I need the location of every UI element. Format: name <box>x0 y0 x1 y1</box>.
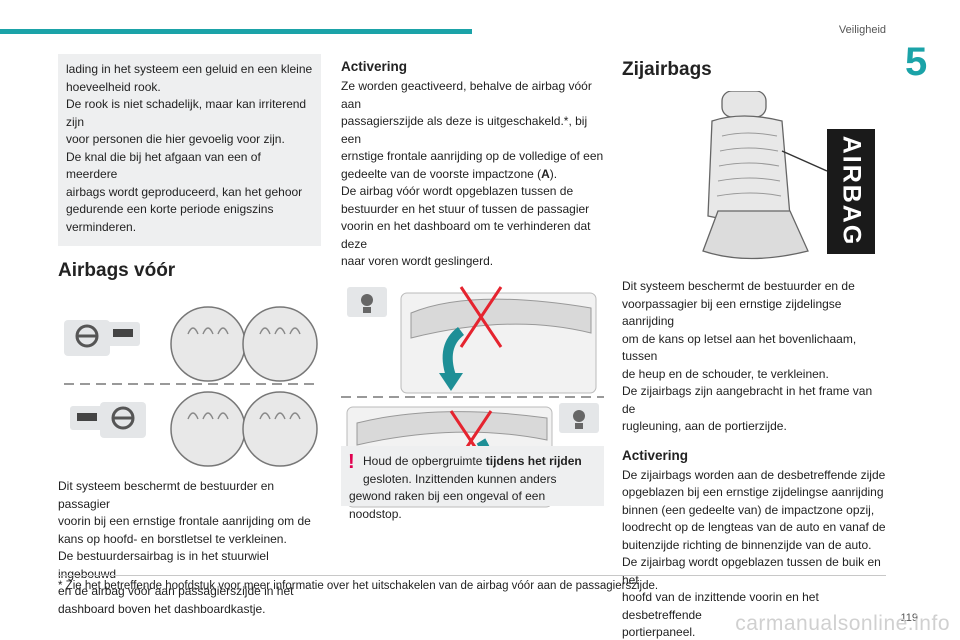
side-activation-description: De zijairbags worden aan de desbetreffen… <box>622 467 887 640</box>
text-line: voorpassagier bij een ernstige zijdeling… <box>622 296 842 329</box>
text-line: passagierszijde als deze is uitgeschakel… <box>341 114 588 146</box>
section-title: Veiligheid <box>838 24 886 36</box>
text-line: binnen (een gedeelte van) de impactzone … <box>622 502 875 517</box>
deployed-airbag-icon <box>170 391 318 467</box>
passenger-airbag-icon <box>347 286 387 317</box>
column-middle: Activering Ze worden geactiveerd, behalv… <box>341 54 604 511</box>
airbag-label: AIRBAG <box>837 135 866 247</box>
side-airbags-description: Dit systeem beschermt de bestuurder en d… <box>622 278 887 436</box>
note-line: gedurende een korte periode enigszins <box>66 202 274 216</box>
front-airbags-heading: Airbags vóór <box>58 260 176 281</box>
note-line: De knal die bij het afgaan van een of me… <box>66 149 261 182</box>
note-line: verminderen. <box>66 219 137 234</box>
text-fragment: gedeelte van de voorste impactzone ( <box>341 166 542 181</box>
text-line: opgeblazen bij een ernstige zijdelingse … <box>622 485 884 499</box>
text-line: rugleuning, aan de portierzijde. <box>622 419 787 433</box>
warning-box: ! Houd de opbergruimte tijdens het rijde… <box>341 446 604 521</box>
text-line: bestuurder en het stuur of tussen de pas… <box>341 201 590 216</box>
note-line: airbags wordt geproduceerd, kan het geho… <box>66 184 303 199</box>
column-right: Zijairbags AIRBAG Dit systeem beschermt … <box>622 54 887 640</box>
passenger-airbag-icon <box>70 406 104 430</box>
impact-zone-letter: A <box>541 166 550 181</box>
seat-icon <box>702 91 809 260</box>
text-line: De zijairbags worden aan de desbetreffen… <box>622 467 886 482</box>
deployed-airbag-icon <box>170 306 318 382</box>
text-line: Dit systeem beschermt de bestuurder en p… <box>58 479 275 511</box>
note-line: lading in het systeem een geluid en een … <box>66 62 313 76</box>
activation-description: Ze worden geactiveerd, behalve de airbag… <box>341 78 604 271</box>
note-line: hoeveelheid rook. <box>66 79 161 94</box>
text-line: om de kans op letsel aan het bovenlichaa… <box>622 331 857 364</box>
text-line: Dit systeem beschermt de bestuurder en d… <box>622 279 855 293</box>
text-line: De zijairbags zijn aangebracht in het fr… <box>622 384 873 416</box>
text-line: naar voren wordt geslingerd. <box>341 254 494 268</box>
steering-wheel-icon <box>64 320 110 356</box>
text-line: De airbag vóór wordt opgeblazen tussen d… <box>341 184 574 198</box>
text-fragment: tijdens het rijden <box>485 454 582 468</box>
text-line: De bestuurdersairbag is in het stuurwiel… <box>58 549 269 581</box>
text-line: portierpaneel. <box>622 625 696 639</box>
footnote: * Zie het betreffende hoofdstuk voor mee… <box>58 580 659 592</box>
header-accent-bar <box>0 29 472 34</box>
arrow-down-icon <box>439 372 463 391</box>
text-line: en de airbag vóór aan passagierszijde in… <box>58 584 294 598</box>
note-line: voor personen die hier gevoelig voor zij… <box>66 132 285 146</box>
warning-line: gewond raken bij een ongeval of een nood… <box>349 489 546 521</box>
text-line: voorin bij een ernstige frontale aanrijd… <box>58 514 311 528</box>
info-note-box: lading in het systeem een geluid en een … <box>58 54 321 246</box>
front-airbags-illustration <box>64 306 318 467</box>
note-line: De rook is niet schadelijk, maar kan irr… <box>66 97 307 129</box>
text-line: voorin en het dashboard om te verhindere… <box>341 219 591 251</box>
text-line: kans op hoofd- en borstletsel te verklei… <box>58 531 287 546</box>
text-line: De zijairbag wordt opgeblazen tussen de … <box>622 555 881 587</box>
text-line: gedeelte van de voorste impactzone (A). <box>341 166 604 184</box>
text-line: Ze worden geactiveerd, behalve de airbag… <box>341 79 592 111</box>
watermark: carmanualsonline.info <box>735 612 950 635</box>
chapter-number: 5 <box>905 40 928 84</box>
warning-line: Houd de opbergruimte tijdens het rijden <box>363 453 596 471</box>
side-airbags-heading: Zijairbags <box>622 59 712 80</box>
steering-wheel-icon <box>100 402 146 438</box>
activation-heading: Activering <box>341 59 408 74</box>
text-line: hoofd van de inzittende voorin en het de… <box>622 590 819 622</box>
side-activation-heading: Activering <box>622 447 689 463</box>
airbag-label-plate <box>827 129 875 254</box>
text-line: de heup en de schouder, te verkleinen. <box>622 366 829 381</box>
warning-icon: ! <box>348 451 355 473</box>
side-airbag-figure: AIRBAG <box>622 91 887 266</box>
passenger-airbag-icon <box>559 402 599 433</box>
text-line: loodrecht op de lengteas van de auto en … <box>622 520 886 534</box>
footnote-divider <box>58 575 886 576</box>
page-number: 119 <box>900 612 918 624</box>
text-line: dashboard boven het dashboardkastje. <box>58 601 266 616</box>
front-airbags-description: Dit systeem beschermt de bestuurder en p… <box>58 478 321 618</box>
text-fragment: ). <box>549 166 558 181</box>
text-line: ernstige frontale aanrijding op de volle… <box>341 149 604 163</box>
text-fragment: Houd de opbergruimte <box>363 454 486 468</box>
column-left: lading in het systeem een geluid en een … <box>58 54 321 618</box>
warning-line: gesloten. Inzittenden kunnen anders <box>363 471 557 486</box>
dashboard-airbag-icon <box>106 322 140 346</box>
seat-illustration <box>702 91 875 260</box>
text-line: buitenzijde richting de binnenzijde van … <box>622 537 872 552</box>
